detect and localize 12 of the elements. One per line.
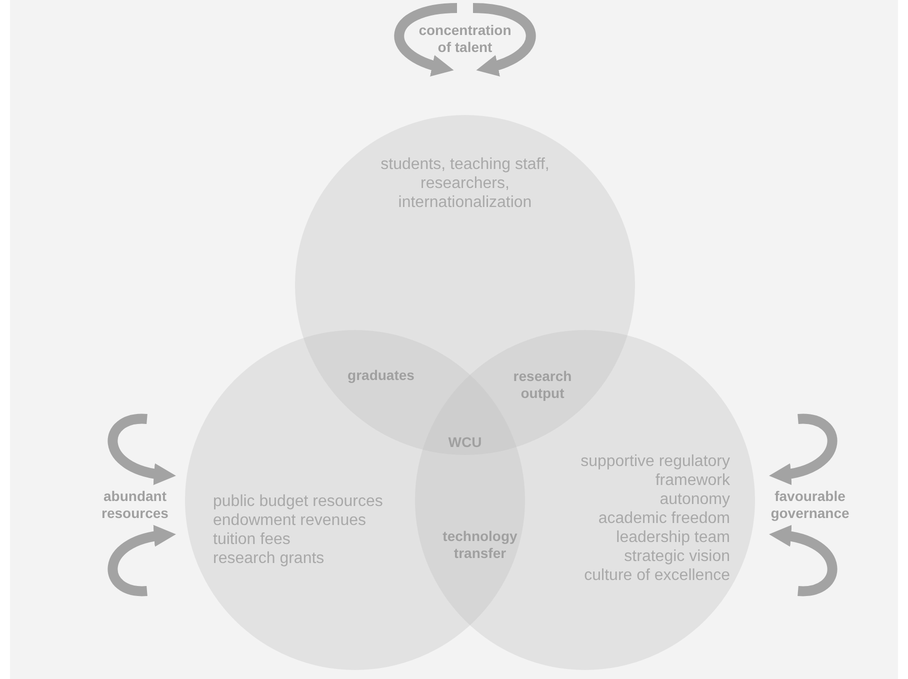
circle-text: tuition fees: [213, 530, 290, 549]
circle-text: research grants: [213, 549, 324, 568]
circle-text: endowment revenues: [213, 511, 366, 530]
circle-text: academic freedom: [597, 509, 730, 528]
cycle-label: abundant resources: [100, 488, 170, 522]
circle-text: students, teaching staff, researchers, internationalization: [380, 155, 550, 212]
circle-text: strategic vision: [623, 547, 730, 566]
circle-text: culture of excellence: [583, 566, 730, 585]
circle-text: public budget resources: [213, 492, 383, 511]
circle-text: autonomy: [658, 490, 730, 509]
cycle-label: favourable governance: [770, 488, 850, 522]
cycle-label: concentration of talent: [418, 22, 512, 56]
